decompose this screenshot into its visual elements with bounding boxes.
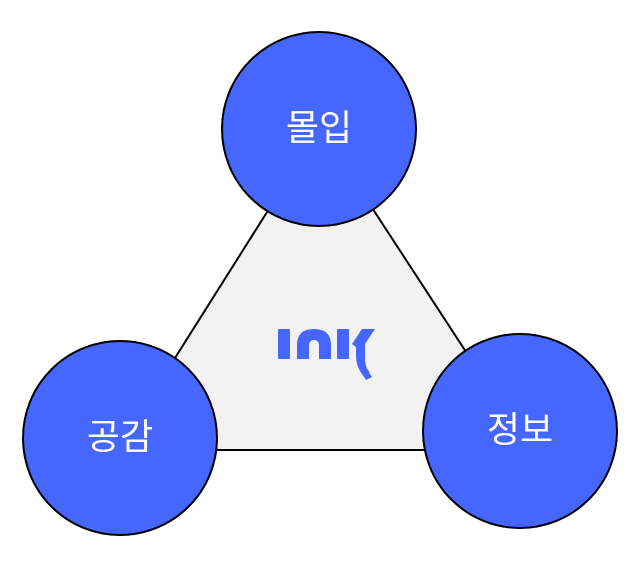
- node-left: 공감: [22, 340, 218, 536]
- ink-logo-i: [278, 329, 290, 359]
- center-triangle: [115, 126, 532, 451]
- node-left-label: 공감: [87, 417, 153, 458]
- node-right-label: 정보: [487, 410, 553, 451]
- node-top-label: 몰입: [286, 108, 352, 149]
- node-top-circle: [221, 31, 417, 227]
- ink-logo-k: [337, 329, 375, 380]
- node-left-circle: [22, 340, 218, 536]
- ink-logo-n: [297, 329, 331, 359]
- node-right-circle: [422, 333, 618, 529]
- ink-logo: [278, 329, 375, 380]
- node-right: 정보: [422, 333, 618, 529]
- node-top: 몰입: [221, 31, 417, 227]
